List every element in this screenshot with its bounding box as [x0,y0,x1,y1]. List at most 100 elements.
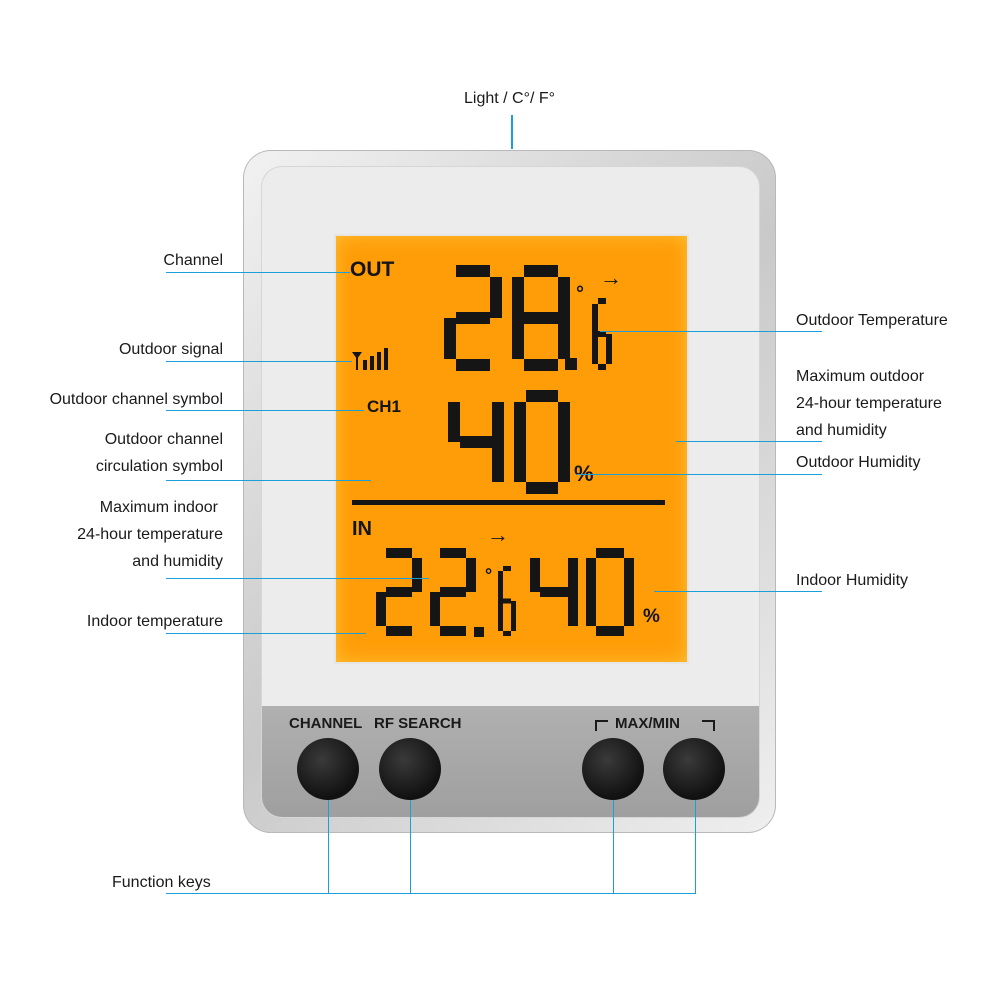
indoor-humidity-digit-0-seg-c [568,592,578,626]
callout-line-max-indoor [166,578,429,579]
label-outdoor-temperature: Outdoor Temperature [796,312,948,329]
indoor-temp-digit-1-seg-a [440,548,466,558]
outdoor-temp-decimal-digit-0-seg-f [592,304,598,334]
indoor-humidity-digit-0-seg-g [540,587,568,597]
min-button[interactable] [663,738,725,800]
indoor-temp-decimal-digit-0-seg-d [503,631,511,636]
label-function-keys: Function keys [112,874,211,891]
label-circulation-2: circulation symbol [95,458,223,475]
indoor-temp-digit-1-seg-g [440,587,466,597]
indoor-temp-digit-1-seg-e [430,592,440,626]
callout-tick-rf-key [410,800,411,893]
outdoor-temp-digit-1-seg-b [558,277,570,318]
rf-search-key-label: RF SEARCH [374,715,462,732]
indoor-temp-decimal-digit-0-seg-e [498,601,503,631]
label-max-outdoor-2: 24-hour temperature [796,395,942,412]
outdoor-temp-digit-0-seg-a [456,265,490,277]
outdoor-humidity-digit-0-seg-b [492,402,504,442]
indoor-temp-decimal-digit-0-seg-f [498,571,503,601]
indoor-humidity-digit-1-seg-f [586,558,596,592]
outdoor-temp-digit-1-seg-f [512,277,524,318]
indoor-max-arrow: → [487,522,509,547]
outdoor-humidity-digit-0-seg-c [492,442,504,482]
outdoor-humidity-digit-0-seg-f [448,402,460,442]
indoor-humidity-digit-1-seg-a [596,548,624,558]
indoor-temp-decimal-digit-0-seg-a [503,566,511,571]
indoor-temp-dot [474,627,484,637]
outdoor-humidity-digit-1-seg-f [514,402,526,442]
outdoor-max-arrow: → [600,265,622,290]
indoor-temp-decimal-digit-0-seg-c [511,601,516,631]
max-button[interactable] [582,738,644,800]
outdoor-humidity-digit-1-seg-a [526,390,558,402]
outdoor-humidity-digit-0-seg-g [460,436,492,448]
indoor-temp-digit-0-seg-e [376,592,386,626]
indoor-temp-digit-0-seg-g [386,587,412,597]
indoor-percent: % [643,606,660,627]
outdoor-degree: ° [576,283,584,305]
callout-line-circulation [166,480,371,481]
outdoor-temp-decimal-digit-0-seg-a [598,298,606,304]
label-max-indoor-1: Maximum indoor [99,499,218,516]
outdoor-temp-digit-0-seg-e [444,318,456,359]
callout-tick-max-key [613,800,614,893]
indoor-humidity-digit-1-seg-c [624,592,634,626]
indoor-humidity-digit-1-seg-b [624,558,634,592]
outdoor-temp-digit-0-seg-b [490,277,502,318]
label-outdoor-humidity: Outdoor Humidity [796,454,921,471]
label-max-indoor-3: and humidity [132,553,223,570]
outdoor-temp-digit-1-seg-a [524,265,558,277]
indoor-temp-digit-0-seg-b [412,558,422,592]
indoor-temp-digit-1-seg-d [440,626,466,636]
out-label: OUT [350,258,395,281]
outdoor-temp-digit-0-seg-g [456,312,490,324]
callout-line-outdoor-temp [600,331,822,332]
label-indoor-humidity: Indoor Humidity [796,572,909,589]
outdoor-percent: % [574,461,594,486]
callout-tick-min-key [695,800,696,893]
label-outdoor-channel-symbol: Outdoor channel symbol [49,391,223,408]
label-outdoor-signal: Outdoor signal [118,341,223,358]
callout-line-max-outdoor [676,441,822,442]
channel-key-label: CHANNEL [289,715,363,732]
indoor-humidity-digit-1-seg-d [596,626,624,636]
callout-line-channel [166,272,350,273]
indoor-humidity-digit-1-seg-e [586,592,596,626]
signal-icon [352,348,388,370]
callout-line-light [511,115,513,149]
outdoor-temp-digit-1-seg-c [558,318,570,359]
label-light: Light / C°/ F° [464,90,556,107]
label-circulation-1: Outdoor channel [104,431,223,448]
rf-search-button[interactable] [379,738,441,800]
label-indoor-temperature: Indoor temperature [86,613,223,630]
outdoor-humidity-digit-1-seg-c [558,442,570,482]
in-label: IN [352,518,372,540]
outdoor-temp-decimal-digit-0-seg-c [606,334,612,364]
callout-line-outdoor-humidity [577,474,822,475]
callout-tick-channel-key [328,800,329,893]
callout-line-signal [166,361,352,362]
outdoor-humidity-digit-1-seg-d [526,482,558,494]
label-max-indoor-2: 24-hour temperature [77,526,223,543]
indoor-degree: ° [485,565,493,585]
outdoor-temp-decimal-digit-0-seg-g [598,331,606,337]
indoor-temp-digit-1-seg-b [466,558,476,592]
outdoor-temp-digit-1-seg-d [524,359,558,371]
outdoor-temp-digit-0-seg-d [456,359,490,371]
outdoor-temp-decimal-digit-0-seg-d [598,364,606,370]
indoor-temp-digit-0-seg-d [386,626,412,636]
outdoor-temp-dot [565,358,577,370]
channel-symbol: CH1 [367,397,402,416]
callout-line-function-keys [166,893,696,894]
indoor-temp-decimal-digit-0-seg-g [503,598,511,604]
outdoor-temp-digit-1-seg-g [524,312,558,324]
label-max-outdoor-1: Maximum outdoor [796,368,925,385]
max-min-key-label: MAX/MIN [615,715,680,732]
label-max-outdoor-3: and humidity [796,422,887,439]
indoor-humidity-digit-0-seg-b [568,558,578,592]
callout-line-indoor-humidity [654,591,822,592]
outdoor-temp-digit-1-seg-e [512,318,524,359]
channel-button[interactable] [297,738,359,800]
